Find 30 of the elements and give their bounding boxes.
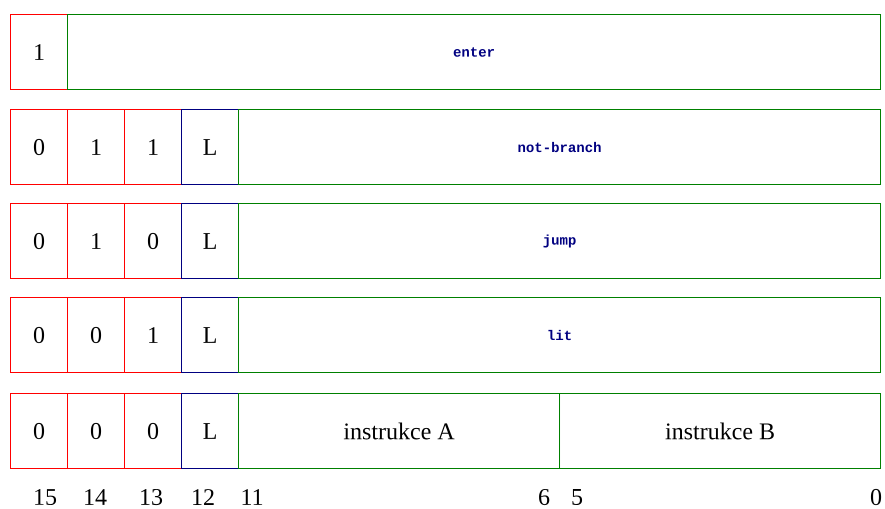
bit-cell: 0 <box>10 297 68 373</box>
bit-number: 15 <box>35 488 56 506</box>
bit-cell: L <box>181 203 239 279</box>
bit-cell: 0 <box>67 393 125 469</box>
bit-cell: 1 <box>10 14 68 90</box>
bit-cell: 0 <box>124 393 182 469</box>
bit-cell: 1 <box>124 297 182 373</box>
bit-cell: 0 <box>10 203 68 279</box>
field-cell: instrukce A <box>238 393 560 469</box>
keyword-cell: enter <box>67 14 882 90</box>
bit-number: 11 <box>242 489 262 505</box>
bit-number: 6 <box>539 488 550 506</box>
bit-cell: 0 <box>10 393 68 469</box>
keyword-cell: lit <box>238 297 882 373</box>
keyword-cell: not-branch <box>238 109 882 185</box>
bit-cell: 1 <box>67 203 125 279</box>
bit-cell: 1 <box>124 109 182 185</box>
bit-cell: 1 <box>67 109 125 185</box>
bit-cell: 0 <box>67 297 125 373</box>
bit-number: 14 <box>85 489 107 505</box>
bit-cell: 0 <box>124 203 182 279</box>
bit-number: 13 <box>141 488 162 506</box>
bit-number: 12 <box>193 489 214 505</box>
bit-cell: L <box>181 109 239 185</box>
bit-cell: L <box>181 297 239 373</box>
keyword-cell: jump <box>238 203 882 279</box>
bit-cell: L <box>181 393 239 469</box>
bit-cell: 0 <box>10 109 68 185</box>
bit-number: 5 <box>572 489 582 505</box>
field-cell: instrukce B <box>559 393 882 469</box>
